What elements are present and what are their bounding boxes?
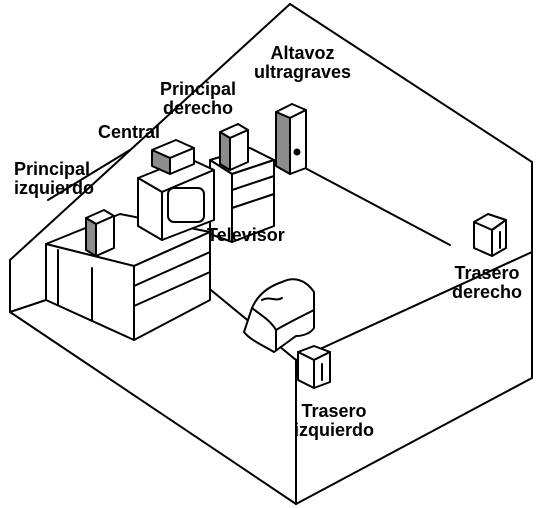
label-front-left-line1: Principal [14, 159, 91, 179]
label-rear-left-line1: Trasero [301, 401, 367, 421]
label-rear-left: Trasero izquierdo [294, 402, 374, 440]
armchair [243, 278, 315, 353]
label-rear-right-line2: derecho [452, 282, 523, 302]
room-outline [9, 3, 533, 505]
front-left-speaker [85, 209, 115, 257]
label-subwoofer-line2: ultragraves [254, 62, 352, 82]
label-front-left: Principal izquierdo [14, 160, 94, 198]
label-front-right-line1: Principal [160, 79, 237, 99]
label-tv: Televisor [207, 225, 285, 245]
label-rear-left-line2: izquierdo [294, 420, 374, 440]
rear-right-speaker [473, 213, 507, 257]
label-center: Central [98, 122, 161, 142]
front-right-speaker [219, 123, 249, 171]
label-front-right-line2: derecho [163, 98, 234, 118]
subwoofer-speaker [275, 103, 307, 175]
rear-left-speaker [297, 345, 331, 389]
label-front-right: Principal derecho [160, 80, 236, 118]
label-subwoofer-line1: Altavoz [270, 43, 335, 63]
center-speaker [151, 139, 195, 175]
tv-cabinet [45, 213, 211, 341]
label-rear-right-line1: Trasero [454, 263, 520, 283]
label-front-left-line2: izquierdo [14, 178, 94, 198]
label-rear-right: Trasero derecho [452, 264, 522, 302]
label-subwoofer: Altavoz ultragraves [254, 44, 351, 82]
television [137, 157, 215, 241]
